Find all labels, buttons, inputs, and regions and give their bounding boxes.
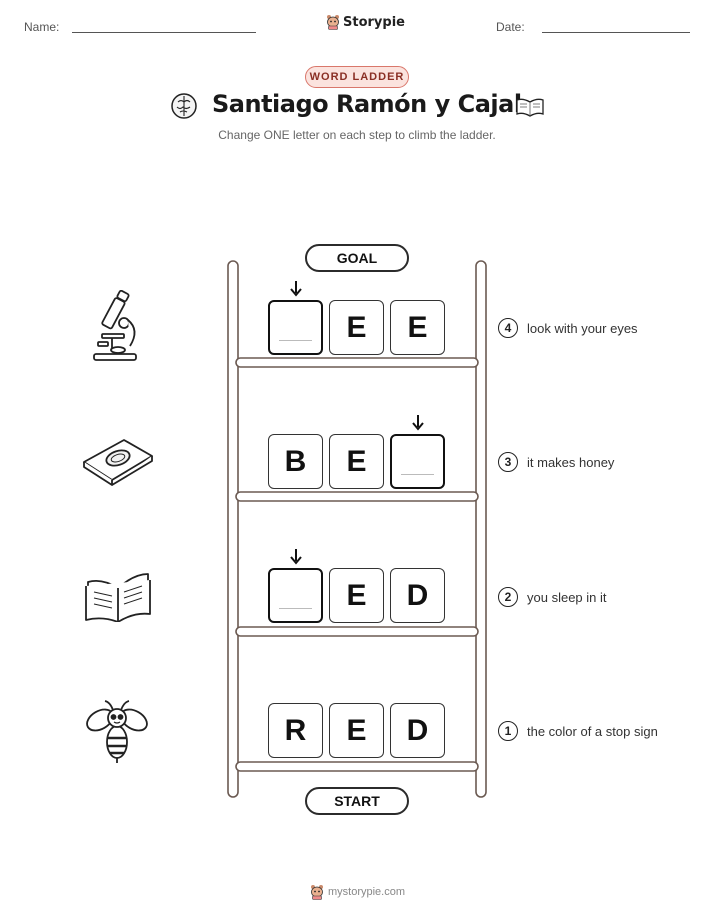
letter-text: E	[346, 578, 367, 612]
storypie-mascot-icon	[327, 15, 339, 30]
change-arrow-icon	[290, 549, 302, 565]
letter-text: R	[284, 713, 307, 747]
letter-text: E	[346, 713, 367, 747]
clue-text: look with your eyes	[527, 320, 638, 336]
microscope-icon	[93, 290, 137, 361]
clue-row: 1 the color of a stop sign	[498, 721, 658, 741]
clue-number: 1	[498, 721, 518, 741]
clue-number: 3	[498, 452, 518, 472]
date-field[interactable]	[542, 32, 690, 33]
letter-text: E	[346, 444, 367, 478]
name-field[interactable]	[72, 32, 256, 33]
letter-tile: D	[390, 568, 445, 623]
letter-tile: D	[390, 703, 445, 758]
open-book-icon	[85, 573, 151, 622]
goal-label: GOAL	[305, 244, 409, 272]
start-label: START	[305, 787, 409, 815]
brain-icon	[171, 93, 197, 119]
letter-text: B	[284, 444, 307, 478]
storypie-mascot-icon	[311, 885, 323, 900]
letter-tile: B	[268, 434, 323, 489]
book-icon	[516, 98, 544, 117]
page-title: Santiago Ramón y Cajal	[212, 90, 522, 118]
letter-tile: E	[329, 703, 384, 758]
letter-tile: E	[390, 300, 445, 355]
letter-text: D	[406, 578, 429, 612]
brand-logo: Storypie	[326, 14, 405, 30]
clue-text: the color of a stop sign	[527, 723, 658, 739]
slide-icon	[83, 439, 153, 486]
letter-text: D	[406, 713, 429, 747]
letter-text: E	[407, 310, 428, 344]
change-arrow-icon	[412, 415, 424, 431]
clue-row: 2 you sleep in it	[498, 587, 607, 607]
instructions: Change ONE letter on each step to climb …	[218, 128, 496, 142]
letter-input[interactable]	[268, 568, 323, 623]
letter-input[interactable]	[390, 434, 445, 489]
footer-site: mystorypie.com	[328, 886, 406, 898]
name-label: Name:	[24, 20, 60, 34]
letter-input[interactable]	[268, 300, 323, 355]
footer: mystorypie.com	[310, 884, 405, 900]
change-arrow-icon	[290, 281, 302, 297]
brand-name: Storypie	[343, 14, 405, 30]
activity-badge: WORD LADDER	[305, 66, 409, 88]
letter-tile: E	[329, 300, 384, 355]
clue-row: 4 look with your eyes	[498, 318, 638, 338]
clue-text: you sleep in it	[527, 589, 607, 605]
letter-text: E	[346, 310, 367, 344]
clue-number: 4	[498, 318, 518, 338]
clue-number: 2	[498, 587, 518, 607]
bee-icon	[86, 700, 148, 763]
letter-tile: E	[329, 568, 384, 623]
clue-row: 3 it makes honey	[498, 452, 614, 472]
letter-tile: E	[329, 434, 384, 489]
letter-tile: R	[268, 703, 323, 758]
clue-text: it makes honey	[527, 454, 615, 470]
date-label: Date:	[496, 20, 525, 34]
